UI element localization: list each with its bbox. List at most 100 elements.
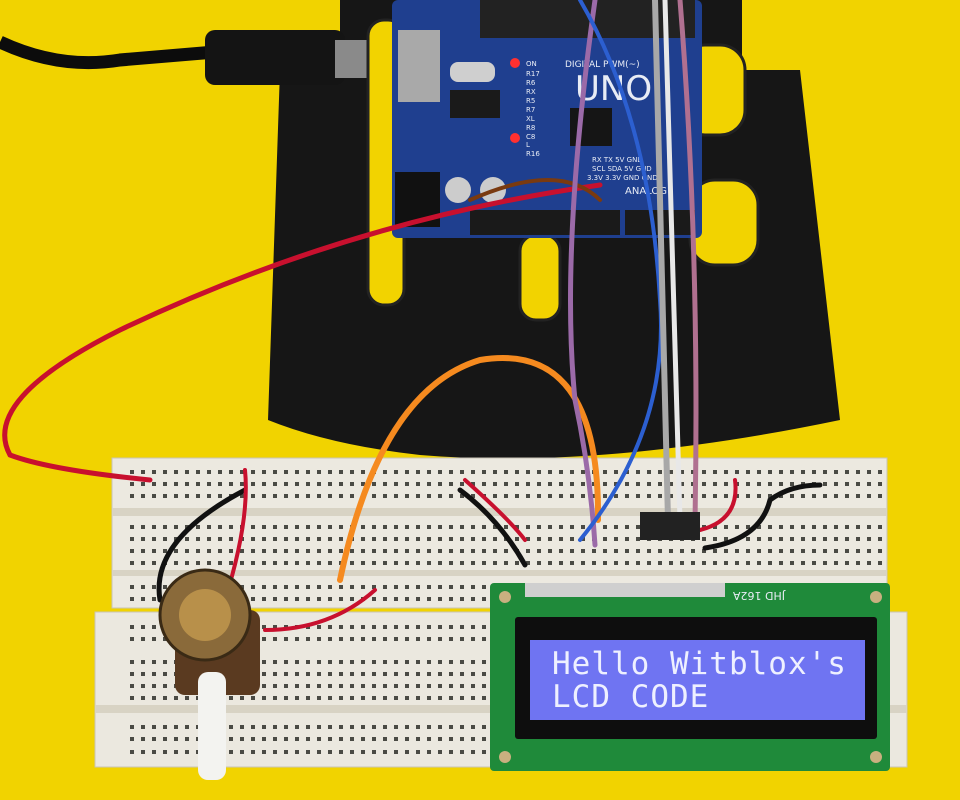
breadboard-hole: [592, 549, 596, 553]
breadboard-hole: [779, 525, 783, 529]
breadboard-hole: [229, 482, 233, 486]
breadboard-hole: [438, 585, 442, 589]
breadboard-hole: [185, 750, 189, 754]
breadboard-hole: [427, 672, 431, 676]
breadboard-hole: [141, 637, 145, 641]
breadboard-hole: [361, 737, 365, 741]
breadboard-hole: [383, 637, 387, 641]
breadboard-hole: [757, 561, 761, 565]
breadboard-hole: [394, 525, 398, 529]
breadboard-hole: [262, 561, 266, 565]
breadboard-hole: [361, 470, 365, 474]
breadboard-hole: [273, 549, 277, 553]
breadboard-hole: [163, 672, 167, 676]
breadboard-hole: [328, 537, 332, 541]
breadboard-hole: [185, 696, 189, 700]
breadboard-hole: [174, 494, 178, 498]
breadboard-hole: [471, 470, 475, 474]
breadboard-hole: [581, 561, 585, 565]
breadboard-hole: [262, 549, 266, 553]
breadboard-hole: [460, 482, 464, 486]
breadboard-hole: [449, 537, 453, 541]
breadboard-hole: [614, 494, 618, 498]
breadboard-hole: [581, 549, 585, 553]
breadboard-hole: [163, 494, 167, 498]
breadboard-hole: [680, 549, 684, 553]
breadboard-hole: [350, 684, 354, 688]
breadboard-hole: [317, 549, 321, 553]
breadboard-hole: [768, 470, 772, 474]
breadboard-hole: [636, 549, 640, 553]
breadboard-hole: [636, 525, 640, 529]
breadboard-hole: [548, 494, 552, 498]
breadboard-hole: [438, 684, 442, 688]
breadboard-hole: [372, 537, 376, 541]
breadboard-hole: [625, 525, 629, 529]
breadboard-hole: [427, 537, 431, 541]
breadboard-hole: [460, 660, 464, 664]
breadboard-hole: [647, 470, 651, 474]
breadboard-hole: [295, 660, 299, 664]
breadboard-hole: [152, 660, 156, 664]
breadboard-hole: [713, 470, 717, 474]
breadboard-hole: [350, 625, 354, 629]
breadboard-hole: [702, 561, 706, 565]
breadboard-hole: [526, 561, 530, 565]
breadboard-hole: [284, 696, 288, 700]
breadboard-hole: [317, 494, 321, 498]
breadboard-hole: [185, 737, 189, 741]
breadboard-hole: [295, 494, 299, 498]
breadboard-hole: [482, 625, 486, 629]
breadboard-hole: [163, 684, 167, 688]
breadboard-hole: [130, 672, 134, 676]
breadboard-hole: [691, 482, 695, 486]
breadboard-hole: [251, 725, 255, 729]
breadboard-hole: [515, 482, 519, 486]
breadboard-hole: [383, 672, 387, 676]
breadboard-hole: [262, 737, 266, 741]
breadboard-hole: [449, 660, 453, 664]
breadboard-hole: [130, 470, 134, 474]
breadboard-hole: [262, 597, 266, 601]
breadboard-hole: [526, 549, 530, 553]
breadboard-hole: [130, 537, 134, 541]
breadboard-hole: [240, 750, 244, 754]
breadboard-hole: [460, 684, 464, 688]
breadboard-hole: [438, 737, 442, 741]
breadboard-hole: [471, 672, 475, 676]
breadboard-hole: [207, 549, 211, 553]
breadboard-hole: [460, 725, 464, 729]
breadboard-hole: [141, 561, 145, 565]
breadboard-hole: [427, 625, 431, 629]
breadboard-hole: [372, 494, 376, 498]
breadboard-hole: [493, 561, 497, 565]
breadboard-hole: [152, 696, 156, 700]
breadboard-hole: [262, 470, 266, 474]
breadboard-hole: [372, 561, 376, 565]
breadboard-hole: [328, 494, 332, 498]
breadboard-hole: [537, 561, 541, 565]
red-wire-pot-2: [263, 588, 377, 632]
breadboard-hole: [427, 660, 431, 664]
breadboard-hole: [328, 637, 332, 641]
breadboard-hole: [339, 750, 343, 754]
breadboard-hole: [405, 660, 409, 664]
breadboard-hole: [383, 549, 387, 553]
acrylic-foot: [518, 233, 562, 322]
breadboard-hole: [493, 525, 497, 529]
breadboard-hole: [394, 625, 398, 629]
led-label: RX: [526, 88, 536, 96]
breadboard-hole: [229, 696, 233, 700]
breadboard-hole: [152, 597, 156, 601]
breadboard-hole: [614, 549, 618, 553]
lcd-display: [530, 640, 865, 720]
breadboard-hole: [284, 725, 288, 729]
uno-label: UNO: [575, 69, 652, 109]
breadboard-hole: [702, 494, 706, 498]
breadboard-hole: [603, 494, 607, 498]
breadboard-hole: [768, 525, 772, 529]
breadboard-hole: [614, 470, 618, 474]
breadboard-hole: [295, 525, 299, 529]
breadboard-hole: [383, 660, 387, 664]
